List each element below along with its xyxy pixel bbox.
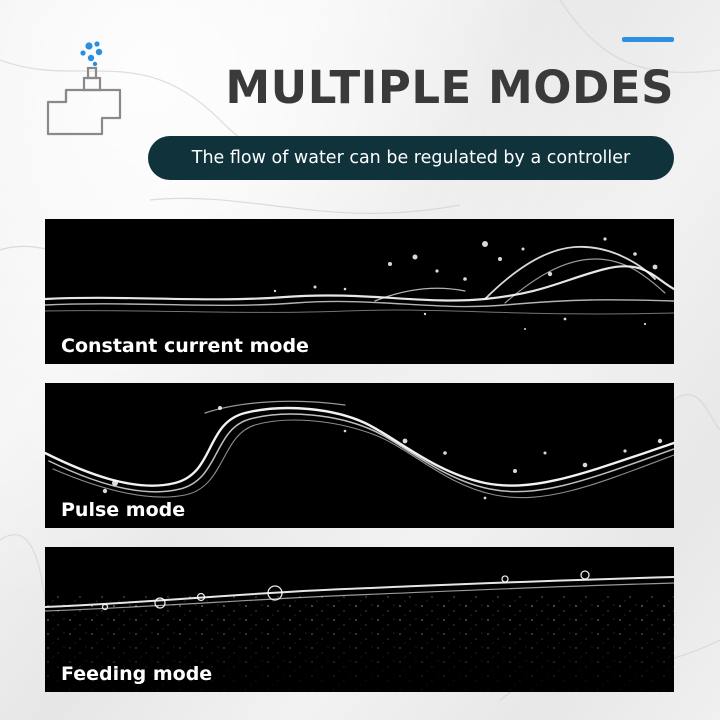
accent-bar [622,37,674,42]
pulse-flow-image [45,400,674,500]
mode-label-feeding: Feeding mode [61,663,213,685]
feeding-flow-image [45,570,674,692]
subtitle-text: The flow of water can be regulated by a … [191,148,631,168]
subtitle-badge: The flow of water can be regulated by a … [148,136,674,180]
page-title: MULTIPLE MODES [225,61,674,114]
constant-flow-image [45,237,674,330]
feeding-mode-panel: Feeding mode [45,547,674,692]
mode-label-constant: Constant current mode [61,335,309,357]
mode-label-pulse: Pulse mode [61,499,186,521]
pulse-mode-panel: Pulse mode [45,383,674,528]
water-pump-icon [46,41,122,136]
constant-current-mode-panel: Constant current mode [45,219,674,364]
